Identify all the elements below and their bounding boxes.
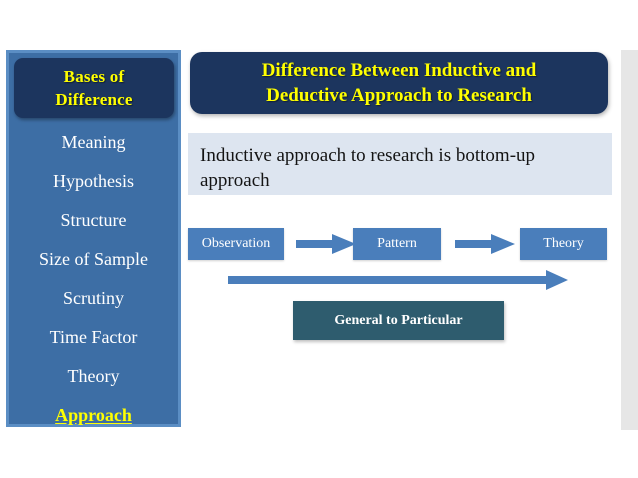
page-title-line-1: Difference Between Inductive and (261, 60, 537, 81)
sidebar-item-theory[interactable]: Theory (67, 366, 120, 386)
right-arrow-icon (455, 234, 515, 254)
sidebar-item-list: Meaning Hypothesis Structure Size of Sam… (9, 123, 178, 435)
general-to-particular-label: General to Particular (334, 312, 463, 328)
general-to-particular-callout: General to Particular (293, 301, 504, 340)
flow-step-observation[interactable]: Observation (188, 228, 284, 260)
sidebar-item-meaning[interactable]: Meaning (61, 132, 126, 152)
direction-long-right-arrow-icon (228, 270, 568, 290)
sidebar-item-size-of-sample[interactable]: Size of Sample (39, 249, 148, 269)
page-title-line-2: Deductive Approach to Research (266, 85, 532, 106)
bases-of-difference-sidebar: Bases of Difference Meaning Hypothesis S… (6, 50, 181, 427)
right-edge-strip (621, 50, 638, 430)
right-arrow-icon (296, 234, 356, 254)
sidebar-header-card: Bases of Difference (14, 58, 174, 118)
flow-step-theory[interactable]: Theory (520, 228, 607, 260)
subtitle-band: Inductive approach to research is bottom… (188, 133, 612, 195)
sidebar-header-line-1: Bases of (63, 67, 125, 86)
sidebar-header-line-2: Difference (55, 90, 133, 109)
flow-step-pattern[interactable]: Pattern (353, 228, 441, 260)
sidebar-item-structure[interactable]: Structure (60, 210, 127, 230)
sidebar-item-time-factor[interactable]: Time Factor (49, 327, 138, 347)
sidebar-item-approach[interactable]: Approach (55, 405, 132, 425)
sidebar-item-scrutiny[interactable]: Scrutiny (63, 288, 124, 308)
sidebar-item-hypothesis[interactable]: Hypothesis (53, 171, 134, 191)
page-title: Difference Between Inductive and Deducti… (190, 52, 608, 114)
subtitle-text: Inductive approach to research is bottom… (200, 145, 536, 191)
